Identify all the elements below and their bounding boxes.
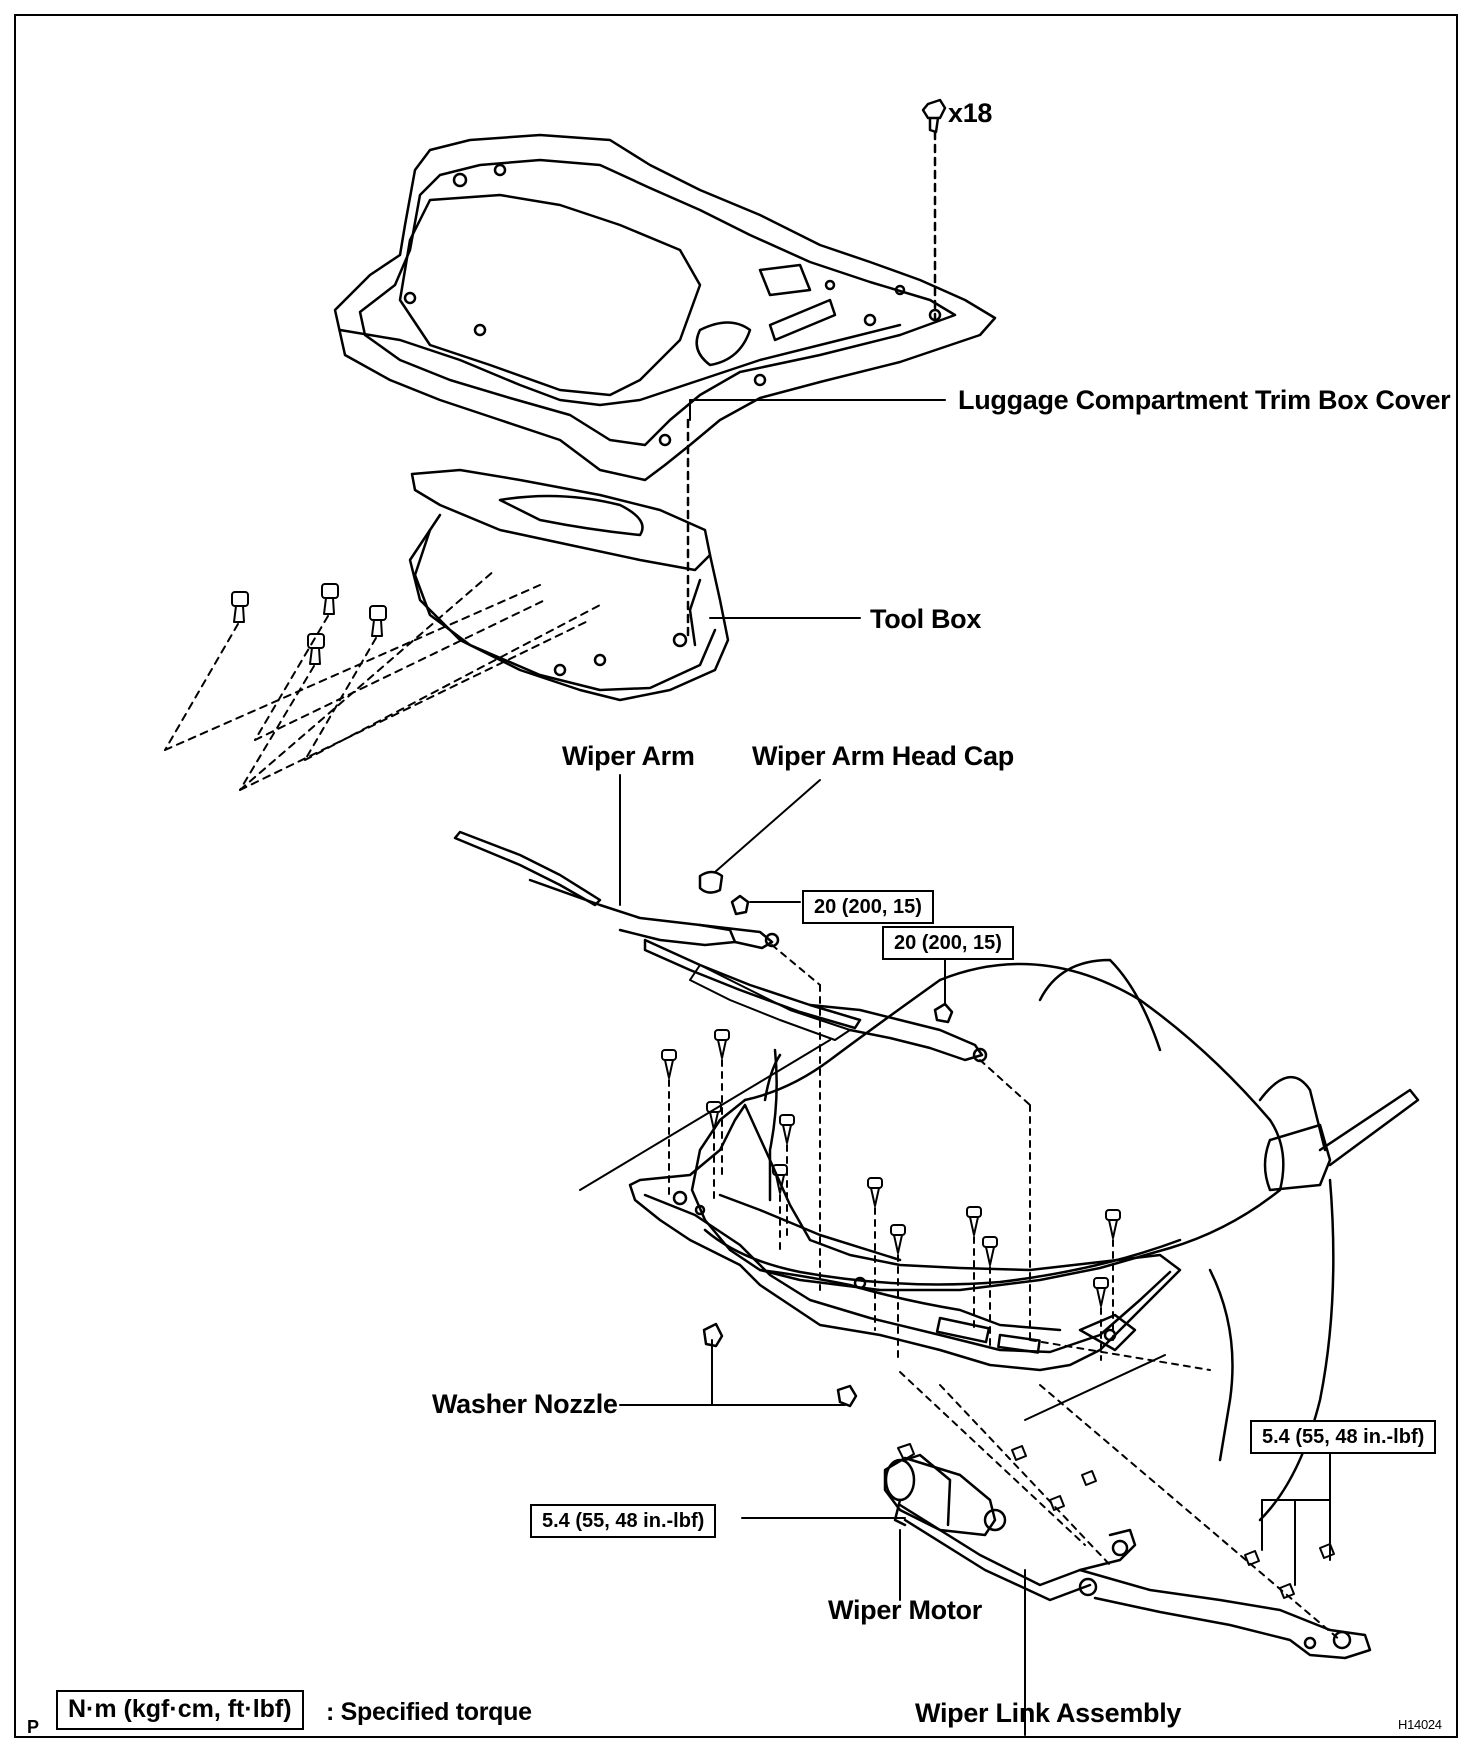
corner-mark: P [27,1717,39,1737]
tool-box-drawing [408,418,730,702]
washer-nozzle-icon [702,1322,858,1408]
bolt-icon [1049,1495,1065,1511]
bolt-icon [1319,1543,1335,1559]
wiper-arm-nut-icon [730,894,954,1024]
wiper-arm-drawing [453,830,988,1063]
screw-icon [1093,1277,1109,1307]
wiper-arm-head-cap-icon [698,870,724,894]
screw-icon [890,1224,906,1254]
windshield-cowl-drawing [628,958,1420,1522]
label-washer-nozzle: Washer Nozzle [432,1389,618,1419]
screw-icon [714,1029,730,1059]
screw-icon [982,1236,998,1266]
bolt-icon [921,98,947,322]
label-wiper-arm: Wiper Arm [562,741,695,771]
diagram-frame [14,14,1458,1738]
torque-spec-arm-nut-2: 20 (200, 15) [882,926,1014,960]
bolt-icon [1279,1583,1295,1599]
screw-icon [661,1049,677,1079]
label-wiper-motor: Wiper Motor [828,1595,982,1625]
screw-icon [867,1177,883,1207]
leader-lines [579,399,1331,1736]
screw-icon [966,1206,982,1236]
tool-box-bolts [164,569,601,791]
label-wiper-link-assembly: Wiper Link Assembly [915,1698,1182,1728]
wiper-link-drawing [898,1503,1372,1660]
screw-icon [706,1101,722,1131]
cowl-screws [661,944,1341,1641]
bolt-icon [321,583,339,615]
torque-spec-link-bolts: 5.4 (55, 48 in.-lbf) [1250,1420,1437,1454]
screw-icon [1105,1209,1121,1239]
label-tool-box: Tool Box [870,604,982,634]
torque-spec-arm-nut-1: 20 (200, 15) [802,890,934,924]
wiper-motor-drawing [883,1453,1007,1537]
bolt-icon [369,605,387,637]
label-trim-box-cover: Luggage Compartment Trim Box Cover [958,385,1451,415]
torque-unit-legend-box: N·m (kgf·cm, ft·lbf) [56,1690,304,1730]
trim-box-cover-drawing [333,133,997,482]
torque-legend-text: : Specified torque [326,1698,532,1726]
figure-id: H14024 [1398,1717,1442,1732]
bolt-icon [307,633,325,665]
bolt-icon [231,591,249,623]
bolt-icon [897,1443,915,1461]
bolt-icon [1244,1550,1260,1566]
link-bolts [897,1443,1335,1599]
screw-icon [779,1114,795,1144]
bolt-count-label: x18 [948,98,993,128]
torque-spec-motor-bolts: 5.4 (55, 48 in.-lbf) [530,1504,717,1538]
label-wiper-arm-head-cap: Wiper Arm Head Cap [752,741,1014,771]
bolt-icon [1011,1445,1027,1461]
bolt-icon [1081,1470,1097,1486]
